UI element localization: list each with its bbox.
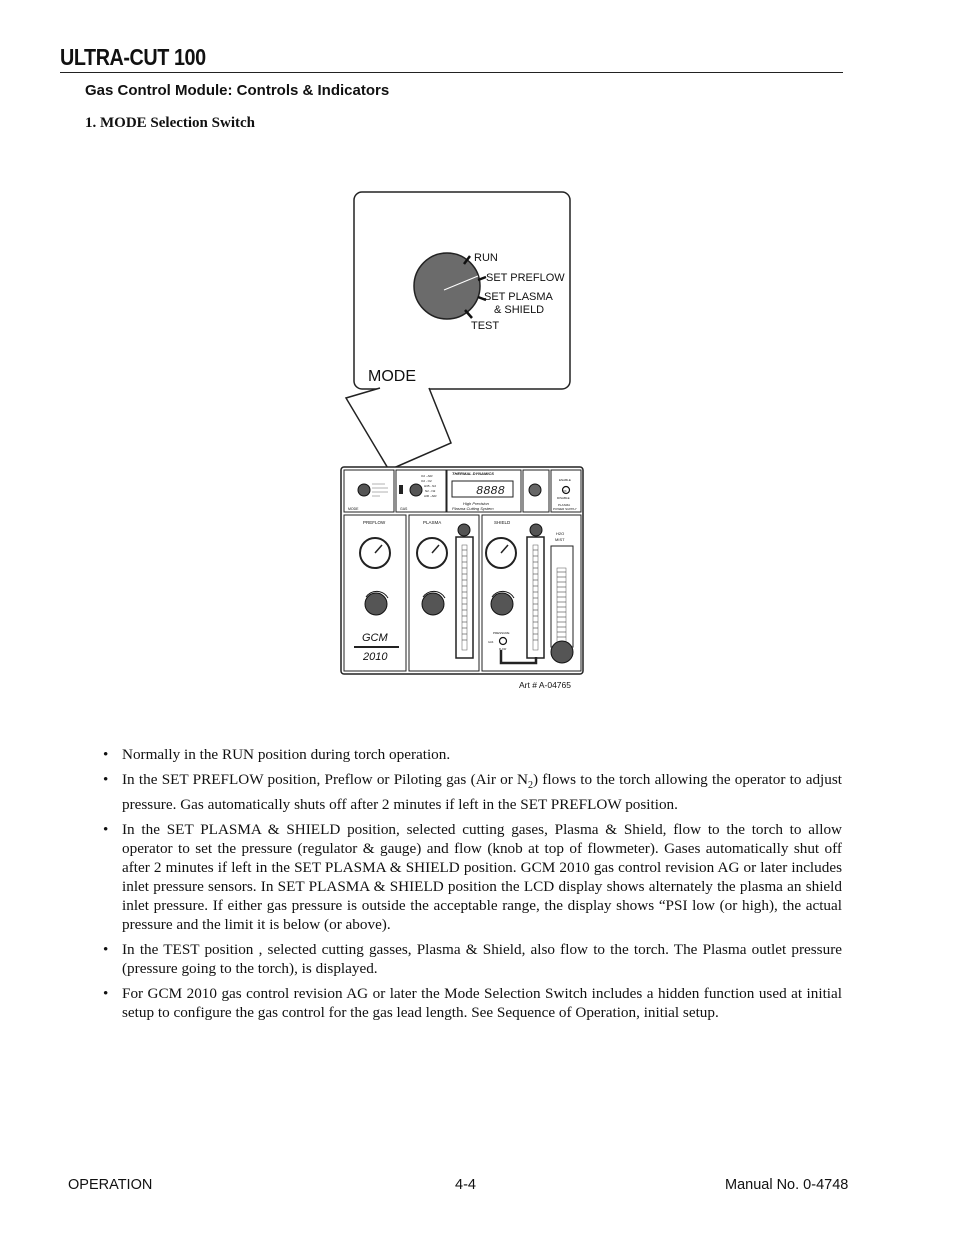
panel-gas-label: GAS bbox=[400, 507, 408, 511]
svg-text:AIR - AIR: AIR - AIR bbox=[424, 494, 437, 498]
label-set-preflow: SET PREFLOW bbox=[486, 272, 565, 284]
label-test: TEST bbox=[471, 320, 499, 332]
svg-text:H2O: H2O bbox=[556, 531, 564, 536]
label-run: RUN bbox=[474, 252, 498, 264]
label-set-plasma: SET PLASMA bbox=[484, 291, 554, 303]
panel-lcd-digits: 8888 bbox=[476, 484, 505, 498]
svg-text:FLOW: FLOW bbox=[499, 648, 507, 651]
svg-text:N2 - N2: N2 - N2 bbox=[425, 489, 436, 493]
svg-text:PLASMA: PLASMA bbox=[423, 520, 441, 525]
bullet-list: Normally in the RUN position during torc… bbox=[100, 745, 842, 1028]
callout-mode-label: MODE bbox=[368, 368, 416, 385]
document-title: ULTRA-CUT 100 bbox=[60, 44, 206, 70]
plasma-regulator-knob bbox=[421, 592, 445, 616]
panel-round-button bbox=[528, 483, 542, 497]
bullet-item: In the SET PLASMA & SHIELD position, sel… bbox=[100, 820, 842, 934]
shield-pressure-selector bbox=[498, 636, 508, 646]
panel-tagline-2: Plasma Cutting System bbox=[452, 506, 494, 511]
shield-flow-knob bbox=[529, 523, 543, 537]
mode-knob bbox=[413, 252, 481, 320]
plasma-flow-knob bbox=[457, 523, 471, 537]
tick-run bbox=[463, 255, 471, 265]
svg-text:2010: 2010 bbox=[362, 651, 388, 663]
shield-regulator-knob bbox=[490, 592, 514, 616]
header-rule bbox=[60, 72, 843, 73]
panel-gas-knob bbox=[409, 483, 423, 497]
subheading: 1. MODE Selection Switch bbox=[85, 115, 255, 131]
shield-pipe bbox=[499, 650, 538, 665]
tick-plasma bbox=[477, 295, 487, 302]
svg-text:MIST: MIST bbox=[555, 537, 565, 542]
mode-knob-indicator bbox=[443, 275, 479, 291]
panel-enable-switch bbox=[561, 485, 571, 495]
tick-test bbox=[464, 309, 473, 319]
gcm-figure: RUN SET PREFLOW SET PLASMA & SHIELD TEST… bbox=[340, 191, 584, 690]
svg-text:PRESSURE: PRESSURE bbox=[493, 631, 510, 635]
panel-brand: THERMAL DYNAMICS bbox=[452, 471, 494, 476]
bullet-item: For GCM 2010 gas control revision AG or … bbox=[100, 984, 842, 1022]
svg-text:GCM: GCM bbox=[362, 632, 389, 644]
svg-text:PREFLOW: PREFLOW bbox=[363, 520, 386, 525]
panel-mode-label: MODE bbox=[348, 507, 359, 511]
svg-text:OK: OK bbox=[563, 490, 567, 493]
preflow-regulator-knob bbox=[364, 592, 388, 616]
label-and-shield: & SHIELD bbox=[494, 304, 544, 316]
panel-mode-knob bbox=[357, 483, 371, 497]
svg-text:POWER SUPPLY: POWER SUPPLY bbox=[553, 507, 577, 511]
footer-section: OPERATION bbox=[68, 1177, 153, 1193]
svg-text:GAS: GAS bbox=[488, 641, 494, 644]
svg-text:O2 - AIR: O2 - AIR bbox=[421, 474, 433, 478]
footer-manual-number: Manual No. 0-4748 bbox=[725, 1177, 849, 1193]
tick-preflow bbox=[477, 275, 487, 282]
svg-text:ENABLE: ENABLE bbox=[559, 478, 571, 482]
bullet-item: Normally in the RUN position during torc… bbox=[100, 745, 842, 764]
footer-page-number: 4-4 bbox=[455, 1177, 476, 1193]
bullet-item: In the TEST position , selected cutting … bbox=[100, 940, 842, 978]
art-number: Art # A-04765 bbox=[519, 680, 571, 690]
panel-tagline-1: High Precision bbox=[463, 501, 490, 506]
bullet-item: In the SET PREFLOW position, Preflow or … bbox=[100, 770, 842, 814]
svg-text:O2 - O2: O2 - O2 bbox=[421, 479, 432, 483]
svg-text:PLASMA: PLASMA bbox=[558, 503, 570, 507]
svg-text:SHIELD: SHIELD bbox=[494, 520, 511, 525]
h2o-mist-knob bbox=[550, 640, 574, 664]
svg-text:H35 - N2: H35 - N2 bbox=[424, 484, 436, 488]
svg-text:DISABLE: DISABLE bbox=[557, 496, 570, 500]
section-title: Gas Control Module: Controls & Indicator… bbox=[85, 82, 390, 99]
panel-gas-switch bbox=[399, 485, 403, 494]
callout-pointer bbox=[344, 387, 452, 471]
panel-lcd bbox=[451, 480, 514, 498]
